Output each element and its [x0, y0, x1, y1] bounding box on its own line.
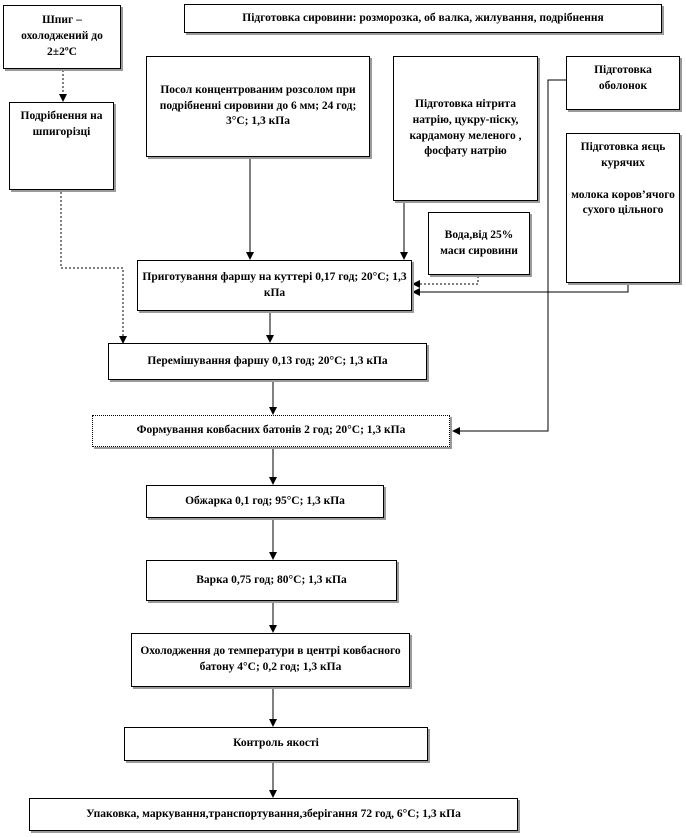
box-prep-nitrite: Підготовка нітрита натрію, цукру-піску, … [393, 56, 538, 201]
box-prep-casing-label: Підготовка оболонок [594, 64, 652, 92]
box-grinding: Подрібнення на шпигорізці [9, 102, 114, 190]
box-roasting-label: Обжарка 0,1 год; 95°С; 1,3 кПа [185, 494, 345, 507]
box-roasting: Обжарка 0,1 год; 95°С; 1,3 кПа [146, 485, 384, 518]
box-forming: Формування ковбасних батонів 2 год; 20°С… [92, 415, 450, 447]
box-packing-label: Упаковка, маркування,транспортування,збе… [86, 807, 461, 820]
box-prep-eggs: Підготовка яєць курячих молока коров’ячо… [566, 133, 680, 283]
arrow-water-mince [412, 276, 479, 288]
box-water: Вода,від 25% маси сировини [428, 212, 530, 275]
box-prep-eggs-label: Підготовка яєць курячих молока коров’ячо… [571, 141, 675, 217]
box-mixing-label: Перемішування фаршу 0,13 год; 20°С; 1,3 … [147, 354, 388, 367]
box-quality: Контроль якості [124, 727, 428, 761]
box-prep-casing: Підготовка оболонок [566, 56, 680, 110]
box-water-label: Вода,від 25% маси сировини [440, 228, 518, 257]
box-grinding-label: Подрібнення на шпигорізці [20, 110, 103, 138]
box-salting-label: Посол концентрованим розсолом при подріб… [159, 83, 357, 128]
box-shpyk: Шпиг – охолоджений до 2±2ºС [3, 5, 121, 69]
box-mince: Приготування фаршу на куттері 0,17 год; … [137, 260, 412, 311]
box-salting: Посол концентрованим розсолом при подріб… [146, 56, 370, 157]
box-cooling: Охолодження до температури в центрі ковб… [131, 633, 410, 687]
box-prep-raw: Підготовка сировини: розморозка, об валк… [184, 4, 662, 33]
box-boiling: Варка 0,75 год; 80°С; 1,3 кПа [146, 560, 397, 601]
box-quality-label: Контроль якості [233, 737, 319, 750]
arrow-eggs-mince [412, 284, 629, 296]
box-prep-raw-label: Підготовка сировини: розморозка, об валк… [242, 11, 604, 24]
arrow-grinding-mixing [60, 192, 127, 344]
box-boiling-label: Варка 0,75 год; 80°С; 1,3 кПа [196, 573, 347, 586]
arrow-casing-forming [452, 79, 568, 435]
box-packing: Упаковка, маркування,транспортування,збе… [29, 798, 518, 831]
box-forming-label: Формування ковбасних батонів 2 год; 20°С… [136, 424, 406, 437]
box-cooling-label: Охолодження до температури в центрі ковб… [140, 645, 401, 673]
box-shpyk-label: Шпиг – охолоджений до 2±2ºС [21, 14, 103, 58]
box-prep-nitrite-label: Підготовка нітрита натрію, цукру-піску, … [409, 97, 522, 158]
box-mixing: Перемішування фаршу 0,13 год; 20°С; 1,3 … [108, 343, 427, 380]
box-mince-label: Приготування фаршу на куттері 0,17 год; … [142, 270, 407, 299]
